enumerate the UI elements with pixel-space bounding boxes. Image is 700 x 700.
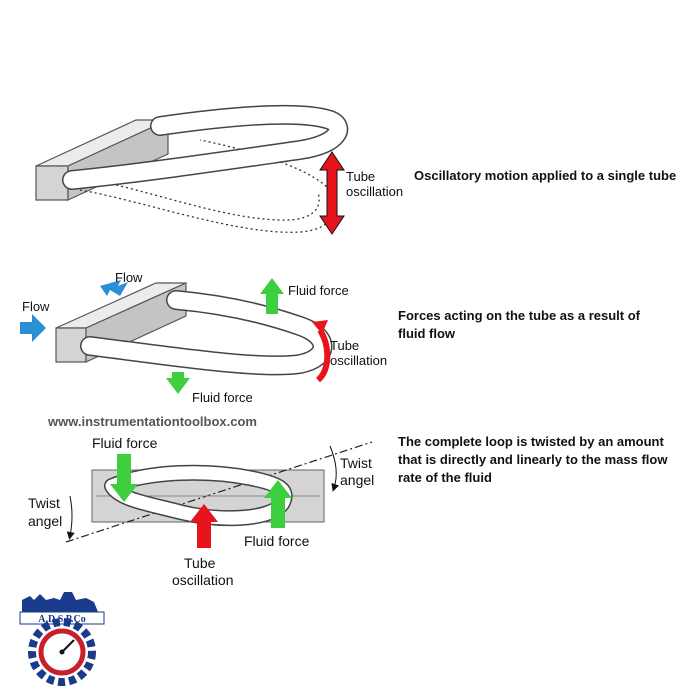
oscillation-label: oscillation — [346, 184, 403, 199]
twist-angle-arc-left — [66, 495, 75, 540]
logo-factory-icon — [22, 592, 98, 612]
logo-gear-icon — [28, 618, 96, 686]
twist-reference-line — [65, 441, 373, 543]
oscillation-arrow-head — [312, 320, 328, 334]
twist-label-right-2: angel — [340, 472, 374, 488]
fluid-force-label-bottom: Fluid force — [192, 390, 253, 405]
tube-oscillation-arrow — [190, 504, 218, 548]
caption-panel1: Oscillatory motion applied to a single t… — [414, 168, 676, 183]
fluid-force-arrow-right-up — [264, 480, 292, 528]
flow-arrow-left — [20, 314, 46, 342]
company-logo: A.D.S.P.Co — [19, 592, 105, 686]
panel-single-tube: Tube oscillation Oscillatory motion appl… — [35, 104, 676, 235]
twist-angle-arc-right — [329, 445, 340, 492]
caption-panel3-line1: The complete loop is twisted by an amoun… — [398, 434, 664, 449]
tube-displaced-dotted-inner — [91, 179, 320, 221]
tube-label-3: Tube — [184, 555, 216, 571]
tube-label-2: Tube — [330, 338, 359, 353]
flow-label-left: Flow — [22, 299, 50, 314]
tube-loop-fill — [63, 106, 347, 189]
twist-label-right-1: Twist — [340, 455, 372, 471]
caption-panel2-line2: fluid flow — [398, 326, 456, 341]
logo-dial-needle — [61, 639, 75, 653]
fluid-force-arrow-left-down — [110, 454, 138, 502]
oscillation-label-2: oscillation — [330, 353, 387, 368]
fluid-force-arrow-up — [260, 278, 284, 314]
fluid-force-label-top: Fluid force — [288, 283, 349, 298]
caption-panel2-line1: Forces acting on the tube as a result of — [398, 308, 641, 323]
flow-arrow-top — [100, 280, 128, 296]
panel-fluid-forces: Flow Flow Fluid force Fluid force Tube o… — [20, 270, 641, 405]
fluid-force-label-right: Fluid force — [244, 533, 310, 549]
flow-label-top: Flow — [115, 270, 143, 285]
oscillation-arrow-curved — [315, 328, 331, 383]
caption-panel3-line2: that is directly and linearly to the mas… — [398, 452, 668, 467]
twist-label-left-2: angel — [28, 513, 62, 529]
logo-name-band — [19, 611, 105, 625]
fluid-force-arrow-down — [166, 372, 190, 394]
website-watermark: www.instrumentationtoolbox.com — [47, 414, 257, 429]
tube-label: Tube — [346, 169, 375, 184]
oscillation-arrow — [319, 151, 345, 235]
logo-text: A.D.S.P.Co — [38, 614, 85, 625]
caption-panel3-line3: rate of the fluid — [398, 470, 492, 485]
oscillation-label-3: oscillation — [172, 572, 233, 588]
twist-label-left-1: Twist — [28, 495, 60, 511]
fluid-force-label-left: Fluid force — [92, 435, 158, 451]
panel-twisted-loop: Fluid force Fluid force Tube oscillation… — [28, 434, 668, 588]
tube-loop-2-fill — [81, 291, 331, 374]
logo-dial-hub — [59, 649, 65, 655]
